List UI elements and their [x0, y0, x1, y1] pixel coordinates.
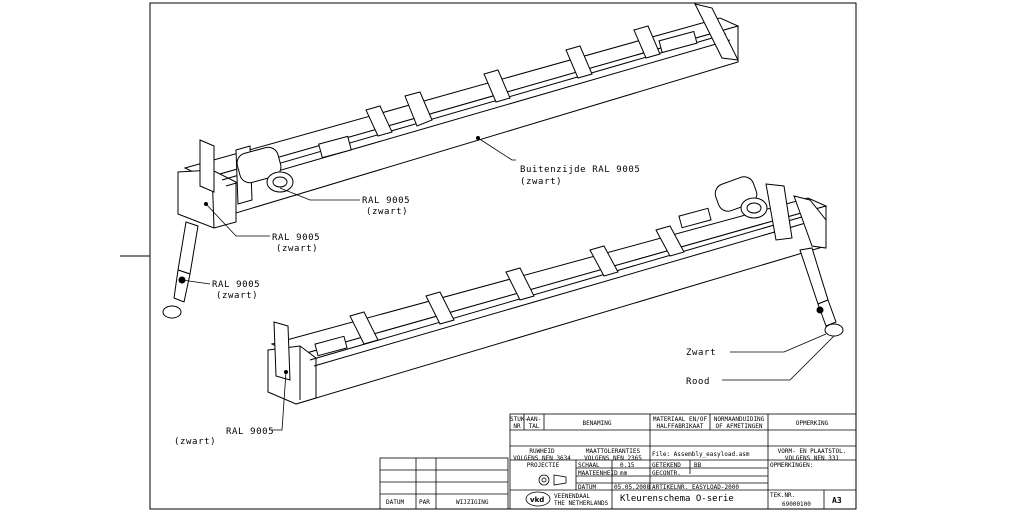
- callout-ral-leg-sub: (zwart): [216, 291, 258, 301]
- header-benaming: BENAMING: [582, 420, 612, 427]
- artikelnr-label: ARTIKELNR.: [652, 484, 689, 491]
- callout-ral-motor-sub: (zwart): [366, 207, 408, 217]
- maateenheid-label: MAATEENHEID: [578, 470, 618, 477]
- callout-ral-endbox: RAL 9005: [272, 233, 320, 243]
- opmerkingen-label: OPMERKINGEN:: [770, 462, 814, 469]
- tek-nr-label: TEK.NR.: [770, 492, 796, 499]
- callout-buitenzijde-sub: (zwart): [520, 177, 562, 187]
- company-logo: vkd: [530, 496, 544, 504]
- company-name: VEENENDAAL: [554, 493, 591, 500]
- callout-ral-leg: RAL 9005: [212, 280, 260, 290]
- company-country: THE NETHERLANDS: [554, 500, 609, 507]
- datum-label: DATUM: [578, 484, 597, 491]
- callout-buitenzijde: Buitenzijde RAL 9005: [520, 165, 640, 175]
- vorm-plaatstol-label: VORM- EN PLAATSTOL.VOLGENS NEN 331: [777, 448, 847, 462]
- maateenheid-value: mm: [620, 470, 628, 477]
- title-block-grid: [379, 413, 857, 510]
- schaal-value: 0.15: [620, 462, 635, 469]
- revision-wijziging-header: WIJZIGING: [456, 499, 489, 506]
- getekend-value: BB: [694, 462, 702, 469]
- schaal-label: SCHAAL: [578, 462, 600, 469]
- sheet-format: A3: [832, 496, 842, 505]
- drawing-title: Kleurenschema O-serie: [620, 494, 734, 504]
- projectie-label: PROJECTIE: [526, 462, 560, 469]
- leader-lines: [181, 137, 835, 431]
- file-name: File: Assembly_easyload.asm: [652, 451, 750, 458]
- header-aantal: AAN-TAL: [526, 416, 542, 430]
- gecontr-label: GECONTR.: [652, 470, 681, 477]
- revision-par-header: PAR: [419, 499, 430, 506]
- upper-frame-assembly: [162, 3, 740, 319]
- callout-ral-lower-sub: (zwart): [174, 437, 216, 447]
- callout-zwart: Zwart: [686, 348, 716, 358]
- callout-ral-lower: RAL 9005: [226, 427, 274, 437]
- header-opmerking: OPMERKING: [795, 420, 829, 427]
- callout-ral-motor: RAL 9005: [362, 196, 410, 206]
- callout-rood: Rood: [686, 377, 710, 387]
- datum-value: 05.05.2008: [614, 484, 651, 491]
- revision-datum-header: DATUM: [386, 499, 405, 506]
- getekend-label: GETEKEND: [652, 462, 681, 469]
- callout-ral-endbox-sub: (zwart): [276, 244, 318, 254]
- header-stuknr: STUK-NR: [510, 416, 529, 430]
- artikelnr-value: EASYLOAD-2000: [692, 484, 739, 491]
- lower-frame-assembly: [267, 176, 844, 405]
- tek-nr-value: 69000100: [782, 501, 811, 508]
